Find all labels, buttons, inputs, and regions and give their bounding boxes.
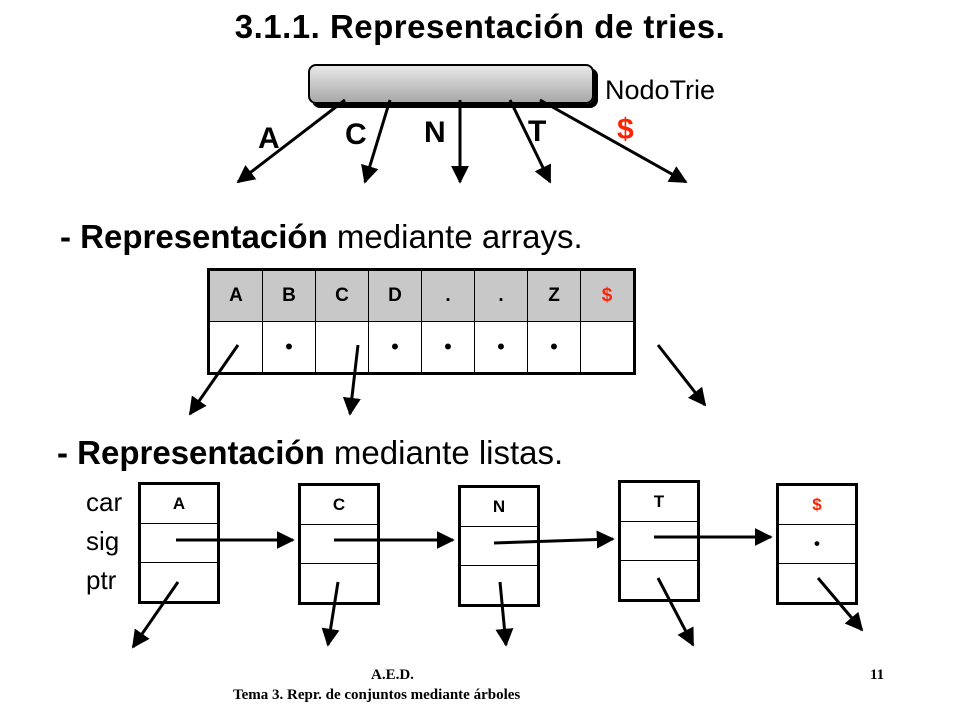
arrays-heading: - Representación mediante arrays. — [60, 218, 583, 256]
trie-node-box — [308, 64, 594, 104]
array-header-cell: . — [421, 269, 475, 322]
array-header-cell: A — [208, 269, 263, 322]
arrays-heading-bold: - Representación — [60, 218, 328, 255]
lists-heading-bold: - Representación — [57, 434, 325, 471]
list-node-sig — [141, 524, 217, 563]
array-pointer-cell — [580, 321, 635, 374]
list-node-sig — [301, 525, 377, 564]
lists-heading-rest: mediante listas. — [324, 434, 564, 471]
array-header-row: A B C D . . Z $ — [208, 269, 635, 322]
array-pointer-cell: • — [527, 321, 581, 374]
list-node-car: A — [141, 485, 217, 524]
list-node-car: $ — [779, 486, 855, 525]
trie-edge-label-dollar: $ — [617, 113, 634, 146]
footer-course: A.E.D. — [371, 667, 414, 683]
array-header-cell: $ — [580, 269, 635, 322]
field-label-ptr: ptr — [86, 565, 117, 595]
array-pointer-cell — [315, 321, 369, 374]
array-pointer-arrow-c — [342, 344, 361, 416]
array-pointer-arrow-a — [188, 344, 240, 416]
slide-title: 3.1.1. Representación de tries. — [234, 8, 726, 45]
trie-edge-label-n: N — [424, 116, 446, 149]
array-pointer-row: • • • • • — [208, 321, 635, 374]
trie-edge-label-a: A — [258, 122, 280, 155]
array-pointer-cell: • — [474, 321, 528, 374]
list-node-dollar: $ • — [776, 483, 858, 605]
list-ptr-arrow-n — [495, 581, 514, 647]
array-header-cell: C — [315, 269, 369, 322]
array-header-cell: Z — [527, 269, 581, 322]
field-label-car: car — [86, 487, 123, 517]
array-pointer-arrow-dollar — [656, 344, 707, 407]
trie-edge-arrow-a — [236, 98, 346, 184]
list-node-car: N — [461, 488, 537, 527]
field-label-sig: sig — [86, 526, 120, 556]
array-pointer-cell: • — [262, 321, 316, 374]
list-node-car: T — [621, 483, 697, 522]
list-node-car: C — [301, 486, 377, 525]
list-node-n: N — [458, 485, 540, 607]
footer-page-number: 11 — [870, 667, 885, 683]
list-node-sig — [621, 522, 697, 561]
trie-edge-label-t: T — [528, 115, 547, 148]
list-node-sig: • — [779, 525, 855, 564]
trie-node-label: NodoTrie — [605, 75, 716, 105]
array-header-cell: . — [474, 269, 528, 322]
list-ptr-arrow-a — [131, 581, 180, 649]
list-node-sig — [461, 527, 537, 566]
list-sig-arrow-3 — [493, 530, 615, 549]
trie-edge-arrow-t — [508, 99, 552, 184]
arrays-heading-rest: mediante arrays. — [327, 218, 583, 255]
list-node-a: A — [138, 482, 220, 604]
trie-edge-label-c: C — [345, 118, 367, 151]
list-ptr-arrow-dollar — [816, 577, 864, 632]
trie-edge-arrow-dollar — [539, 98, 688, 184]
trie-edge-arrow-c — [361, 99, 392, 184]
lists-heading: - Representación mediante listas. — [57, 434, 563, 472]
list-ptr-arrow-t — [656, 577, 695, 647]
footer-subtitle: Tema 3. Repr. de conjuntos mediante árbo… — [233, 687, 521, 703]
list-ptr-arrow-c — [321, 581, 340, 647]
children-array: A B C D . . Z $ • • • • • — [207, 268, 636, 375]
array-pointer-cell: • — [421, 321, 475, 374]
array-header-cell: D — [368, 269, 422, 322]
